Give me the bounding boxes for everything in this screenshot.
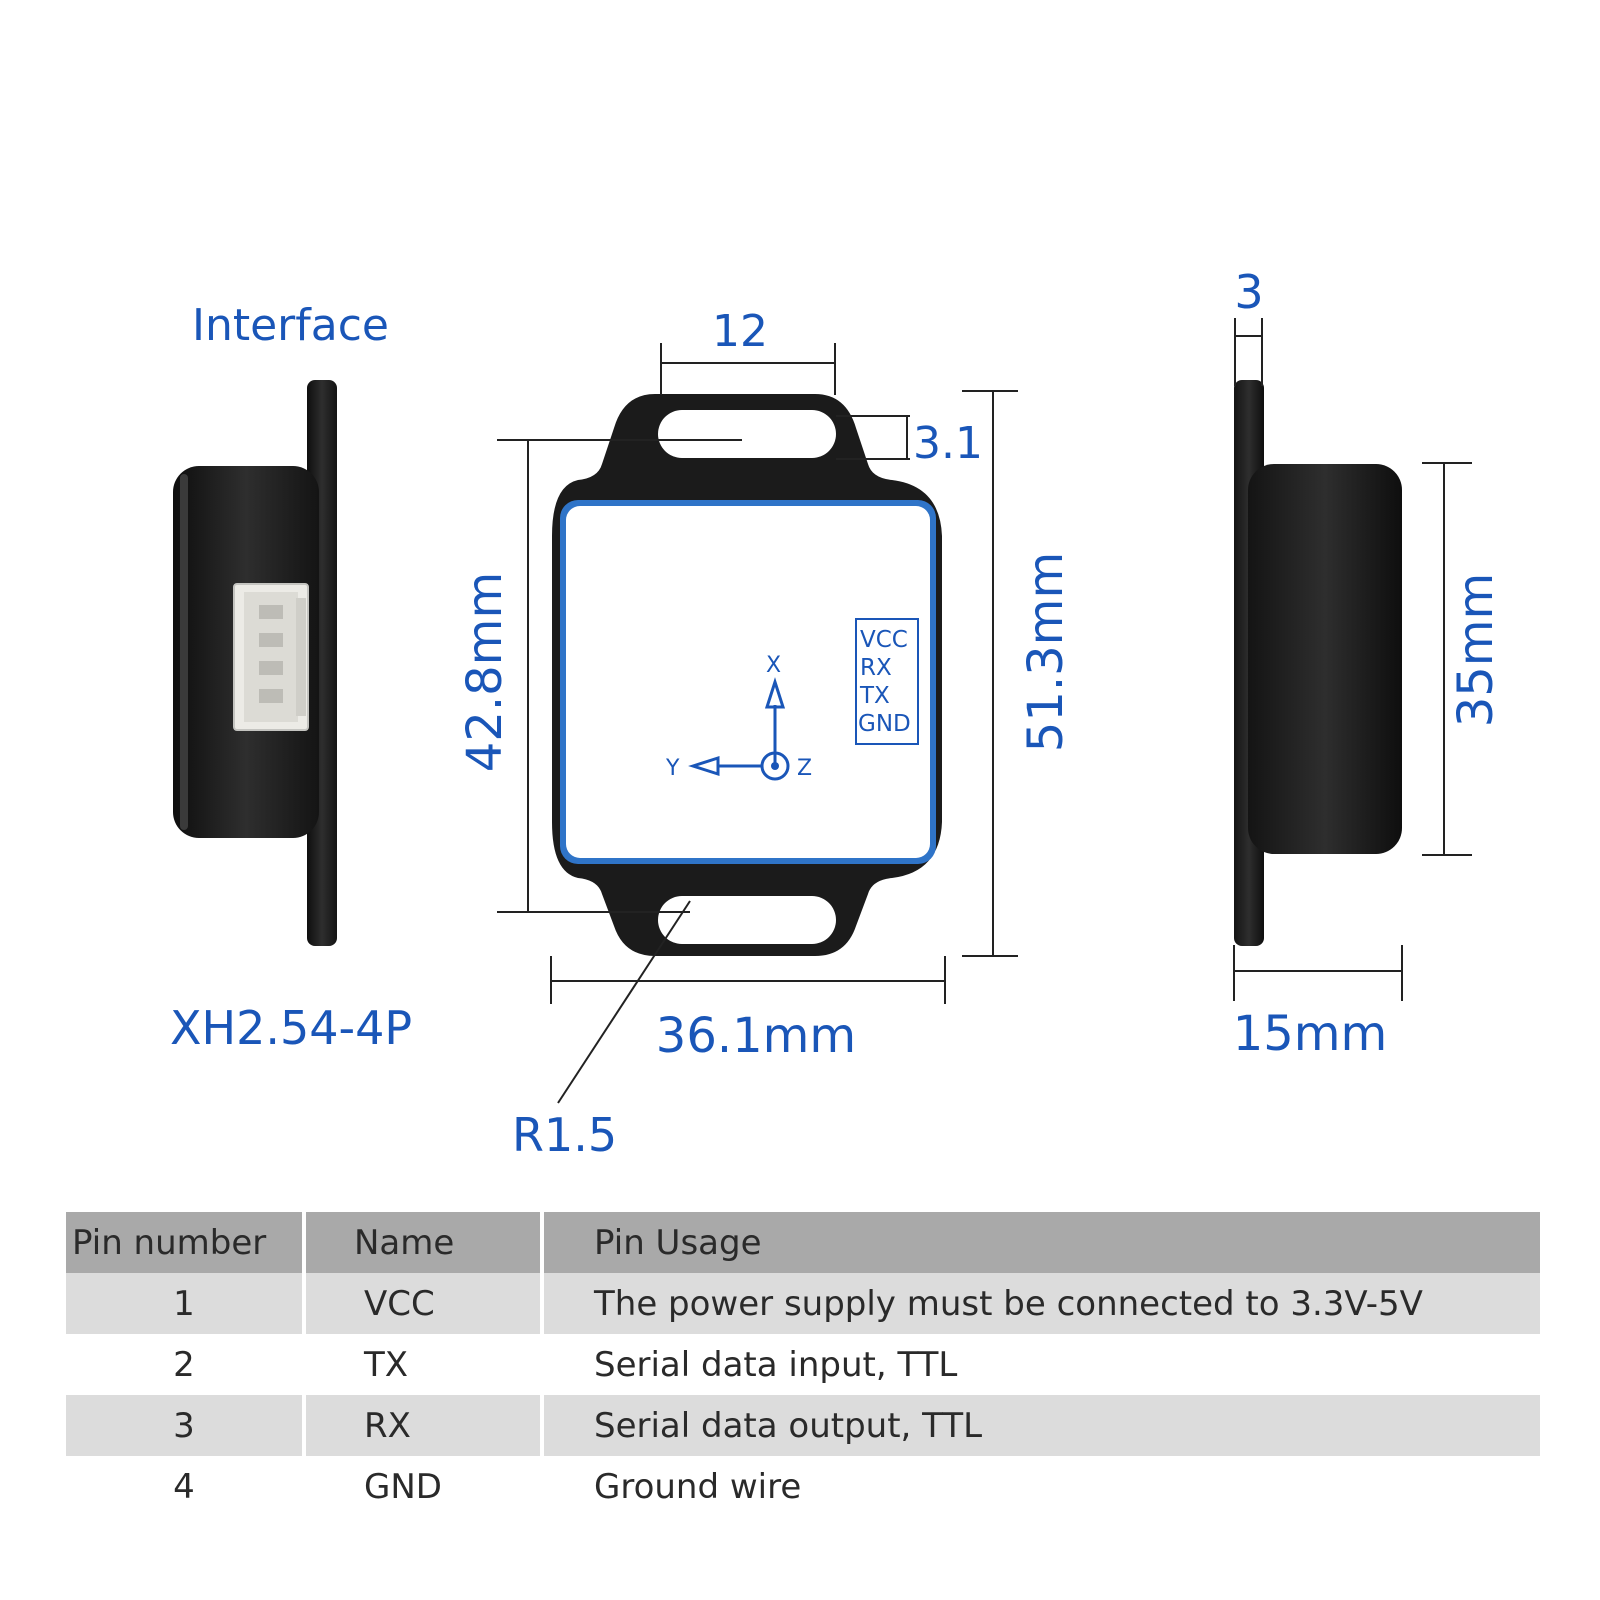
silk-tx: TX	[859, 683, 890, 709]
dim-35-label: 35mm	[1448, 573, 1504, 728]
mounting-slot-top	[658, 410, 836, 458]
table-row: 3 RX Serial data output, TTL	[66, 1395, 1540, 1456]
dim-36-1-label: 36.1mm	[656, 1008, 856, 1064]
dim-outer-height: 51.3mm	[962, 390, 1074, 957]
dim-51-3-label: 51.3mm	[1018, 552, 1074, 752]
axis-x-label: X	[766, 653, 781, 678]
pin-number-cell: 3	[66, 1395, 306, 1456]
table-row: 4 GND Ground wire	[66, 1456, 1540, 1517]
silk-gnd: GND	[858, 711, 911, 737]
dim-12-label: 12	[712, 306, 768, 357]
mounting-slot-bottom	[658, 896, 836, 944]
pin-usage-cell: Serial data input, TTL	[544, 1334, 1540, 1395]
top-view: VCC RX TX GND X Y Z 12	[457, 306, 1074, 1162]
dim-radius: R1.5	[512, 900, 691, 1162]
body-highlight	[180, 474, 188, 830]
dim-r1-5-label: R1.5	[512, 1108, 617, 1162]
axis-z-label: Z	[797, 756, 812, 781]
dim-side-height: 35mm	[1422, 462, 1504, 856]
dim-inner-height: 42.8mm	[457, 439, 742, 913]
pin-number-cell: 2	[66, 1334, 306, 1395]
silk-rx: RX	[860, 655, 892, 681]
pin-usage-cell: Ground wire	[544, 1456, 1540, 1517]
y-arrow-icon	[688, 755, 720, 777]
dim-width-bottom: 36.1mm	[550, 956, 946, 1064]
table-row: 1 VCC The power supply must be connected…	[66, 1273, 1540, 1334]
dim-width-top: 12	[660, 306, 836, 395]
pin-name-cell: VCC	[306, 1273, 544, 1334]
dim-3-1-label: 3.1	[913, 418, 983, 469]
pin-number-cell: 1	[66, 1273, 306, 1334]
interface-side-view: Interface XH2.54-4P	[170, 300, 412, 1055]
dim-15-label: 15mm	[1233, 1006, 1388, 1062]
connector-type-label: XH2.54-4P	[170, 1001, 412, 1055]
pin-table: Pin number Name Pin Usage 1 VCC The powe…	[66, 1212, 1540, 1517]
pin-name-cell: RX	[306, 1395, 544, 1456]
dim-hole-height: 3.1	[836, 415, 983, 469]
table-row: 2 TX Serial data input, TTL	[66, 1334, 1540, 1395]
side-profile-view: 3 35mm 15mm	[1233, 265, 1504, 1062]
silk-vcc: VCC	[860, 627, 908, 653]
dim-side-depth: 15mm	[1233, 945, 1403, 1062]
label-panel	[566, 506, 930, 858]
z-axis-icon	[760, 751, 790, 781]
dim-3-label: 3	[1234, 265, 1263, 319]
pin-usage-cell: Serial data output, TTL	[544, 1395, 1540, 1456]
pin-name-cell: TX	[306, 1334, 544, 1395]
connector-socket	[233, 583, 309, 731]
table-header-row: Pin number Name Pin Usage	[66, 1212, 1540, 1273]
header-pin-number: Pin number	[66, 1212, 306, 1273]
module-body-right	[1248, 464, 1402, 854]
x-arrow-icon	[764, 677, 786, 709]
axis-indicator: X Y Z	[665, 653, 812, 781]
silkscreen-pin-box: VCC RX TX GND	[855, 618, 919, 745]
interface-label: Interface	[192, 300, 389, 351]
pin-usage-cell: The power supply must be connected to 3.…	[544, 1273, 1540, 1334]
header-name: Name	[306, 1212, 544, 1273]
dim-42-8-label: 42.8mm	[457, 572, 513, 772]
axis-y-label: Y	[665, 756, 680, 781]
pin-name-cell: GND	[306, 1456, 544, 1517]
header-pin-usage: Pin Usage	[544, 1212, 1540, 1273]
pin-number-cell: 4	[66, 1456, 306, 1517]
dim-side-thickness: 3	[1234, 265, 1264, 386]
